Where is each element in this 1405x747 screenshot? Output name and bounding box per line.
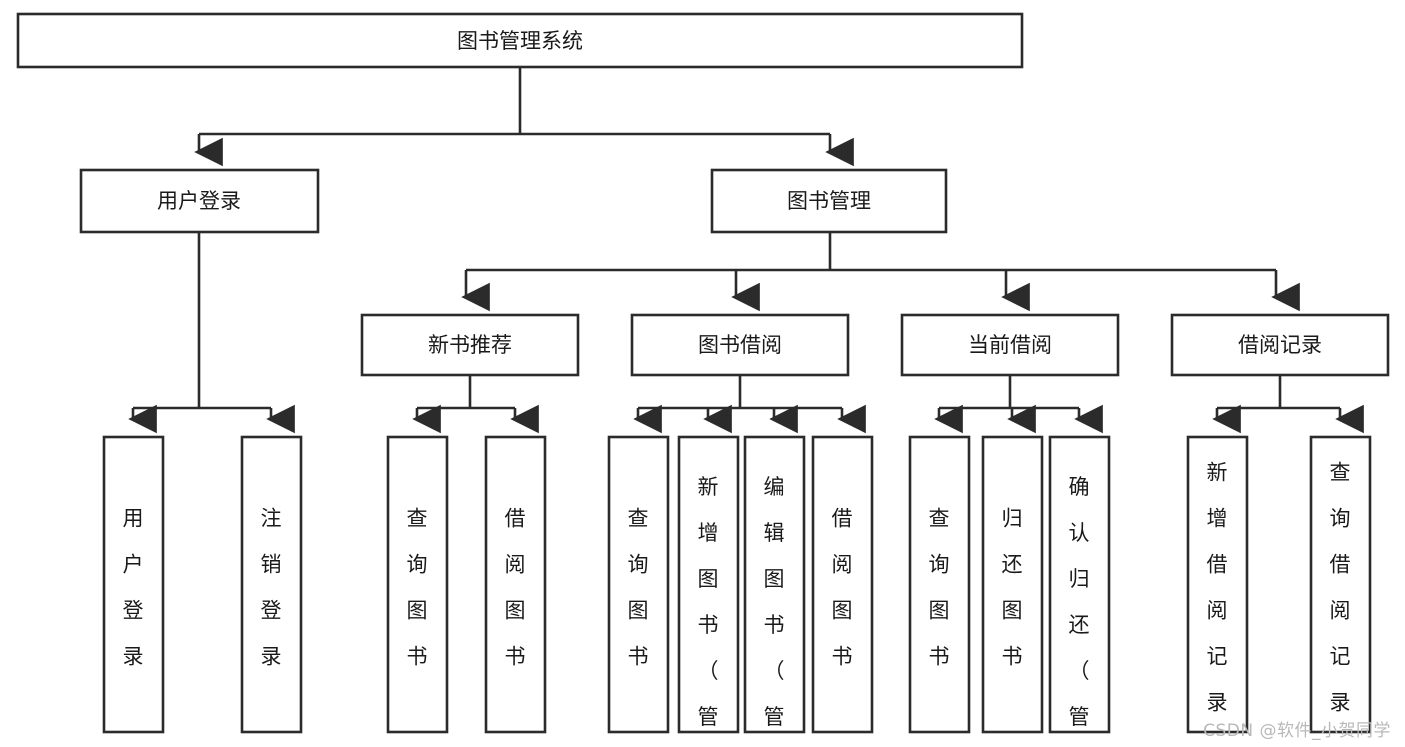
- leaf-query-book-newbook-label: 查询图书: [407, 507, 428, 669]
- node-book-management-label: 图书管理: [787, 189, 871, 213]
- node-book-borrow-label: 图书借阅: [698, 333, 782, 357]
- connector-layer: [128, 67, 1364, 434]
- node-root[interactable]: 图书管理系统: [16, 12, 1024, 69]
- node-current-borrow[interactable]: 当前借阅: [900, 313, 1120, 377]
- leaf-query-borrow-record-label: 查询借阅记录: [1330, 461, 1351, 715]
- leaf-query-book-borrow[interactable]: 查询图书: [607, 435, 670, 734]
- leaf-node-layer: 用户登录 注销登录 查询图书 借阅图书 查询图书 新增图书（管理员） 编辑图书（…: [102, 435, 1372, 747]
- leaf-query-book-borrow-label: 查询图书: [628, 507, 649, 669]
- leaf-query-book-newbook-box[interactable]: [386, 435, 449, 734]
- leaf-borrow-book[interactable]: 借阅图书: [811, 435, 874, 734]
- leaf-query-book-current-label: 查询图书: [929, 507, 950, 669]
- leaf-confirm-return-admin-label: 确认归还（管理员）: [1069, 475, 1090, 747]
- node-book-management[interactable]: 图书管理: [710, 168, 948, 234]
- leaf-add-book-admin-label: 新增图书（管理员）: [698, 475, 719, 747]
- leaf-borrow-book-label: 借阅图书: [832, 507, 853, 669]
- node-book-management-box[interactable]: [710, 168, 948, 234]
- node-user-login-label: 用户登录: [157, 189, 241, 213]
- node-new-book-recommend-box[interactable]: [360, 313, 580, 377]
- node-user-login[interactable]: 用户登录: [79, 168, 320, 234]
- leaf-add-book-admin-box[interactable]: [677, 435, 740, 734]
- leaf-logout-box[interactable]: [240, 435, 303, 734]
- node-root-label: 图书管理系统: [457, 29, 583, 53]
- node-book-borrow-box[interactable]: [630, 313, 850, 377]
- leaf-edit-book-admin-label: 编辑图书（管理员）: [764, 475, 785, 747]
- node-borrow-record-label: 借阅记录: [1238, 333, 1322, 357]
- leaf-edit-book-admin-box[interactable]: [743, 435, 806, 734]
- node-new-book-recommend[interactable]: 新书推荐: [360, 313, 580, 377]
- leaf-query-book-current[interactable]: 查询图书: [908, 435, 971, 734]
- leaf-borrow-book-newbook[interactable]: 借阅图书: [484, 435, 547, 734]
- leaf-add-borrow-record-box[interactable]: [1186, 435, 1249, 734]
- leaf-user-login-label: 用户登录: [123, 507, 144, 669]
- leaf-query-book-current-box[interactable]: [908, 435, 971, 734]
- node-book-borrow[interactable]: 图书借阅: [630, 313, 850, 377]
- leaf-query-borrow-record[interactable]: 查询借阅记录: [1309, 435, 1372, 734]
- node-user-login-box[interactable]: [79, 168, 320, 234]
- leaf-add-book-admin[interactable]: 新增图书（管理员）: [677, 435, 740, 747]
- leaf-borrow-book-box[interactable]: [811, 435, 874, 734]
- leaf-edit-book-admin[interactable]: 编辑图书（管理员）: [743, 435, 806, 747]
- leaf-add-borrow-record-label: 新增借阅记录: [1207, 461, 1228, 715]
- node-borrow-record-box[interactable]: [1170, 313, 1390, 377]
- leaf-return-book-box[interactable]: [981, 435, 1044, 734]
- leaf-logout[interactable]: 注销登录: [240, 435, 303, 734]
- node-borrow-record[interactable]: 借阅记录: [1170, 313, 1390, 377]
- leaf-query-book-borrow-box[interactable]: [607, 435, 670, 734]
- node-current-borrow-box[interactable]: [900, 313, 1120, 377]
- leaf-user-login-box[interactable]: [102, 435, 165, 734]
- leaf-return-book-label: 归还图书: [1002, 507, 1023, 669]
- leaf-return-book[interactable]: 归还图书: [981, 435, 1044, 734]
- leaf-user-login[interactable]: 用户登录: [102, 435, 165, 734]
- node-new-book-recommend-label: 新书推荐: [428, 333, 512, 357]
- leaf-borrow-book-newbook-box[interactable]: [484, 435, 547, 734]
- node-current-borrow-label: 当前借阅: [968, 333, 1052, 357]
- leaf-confirm-return-admin[interactable]: 确认归还（管理员）: [1048, 435, 1111, 747]
- leaf-query-borrow-record-box[interactable]: [1309, 435, 1372, 734]
- leaf-confirm-return-admin-box[interactable]: [1048, 435, 1111, 734]
- leaf-logout-label: 注销登录: [261, 507, 282, 669]
- leaf-borrow-book-newbook-label: 借阅图书: [505, 507, 526, 669]
- leaf-add-borrow-record[interactable]: 新增借阅记录: [1186, 435, 1249, 734]
- node-root-box[interactable]: [16, 12, 1024, 69]
- leaf-query-book-newbook[interactable]: 查询图书: [386, 435, 449, 734]
